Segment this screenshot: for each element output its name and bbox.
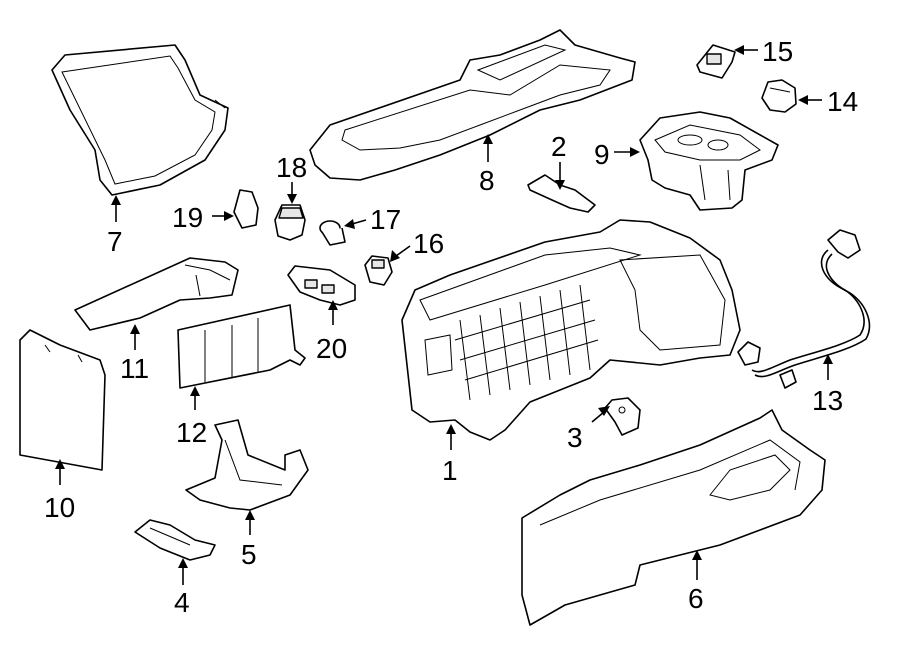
part-6-lower-side-panel: [521, 409, 826, 626]
callout-20: [328, 300, 338, 325]
callout-17: [344, 219, 367, 229]
callout-label-11: 11: [120, 353, 149, 384]
part-2-bracket: [527, 174, 596, 213]
callout-label-12: 12: [176, 417, 207, 448]
part-11-armrest-pad: [74, 257, 239, 331]
callout-18: [287, 182, 297, 204]
callout-4: [178, 558, 188, 585]
callout-label-15: 15: [762, 36, 793, 67]
callout-label-9: 9: [594, 139, 610, 170]
part-14-connector: [761, 79, 797, 113]
part-3-bracket: [604, 397, 641, 436]
callout-3: [591, 406, 610, 423]
callout-16: [390, 245, 411, 262]
callout-label-2: 2: [551, 131, 567, 162]
part-19-clip: [233, 189, 259, 229]
callout-label-19: 19: [172, 202, 203, 233]
part-4-trim-piece: [134, 519, 216, 561]
part-7-side-trim: [51, 44, 229, 196]
part-9-storage-bin: [639, 111, 779, 211]
callout-12: [190, 386, 200, 410]
part-20-switch-panel: [287, 265, 356, 306]
callout-label-4: 4: [174, 587, 190, 618]
callout-7: [111, 195, 121, 222]
part-12-side-panel: [177, 304, 306, 389]
callout-14: [798, 95, 822, 105]
callout-11: [130, 324, 140, 350]
callout-15: [734, 45, 758, 55]
callout-6: [692, 550, 702, 580]
part-16-switch: [364, 255, 393, 286]
callout-label-20: 20: [316, 333, 347, 364]
callout-label-18: 18: [276, 152, 307, 183]
part-1-console-body: [401, 219, 741, 441]
callout-label-7: 7: [107, 226, 123, 257]
callout-5: [245, 510, 255, 535]
part-10-rear-trim: [19, 329, 106, 471]
callout-label-17: 17: [370, 204, 401, 235]
callout-label-13: 13: [812, 385, 843, 416]
callout-label-1: 1: [442, 455, 458, 486]
part-5-lower-bracket: [185, 419, 309, 511]
callout-2: [555, 162, 565, 190]
callout-label-14: 14: [827, 86, 858, 117]
part-13-wiring-harness: [737, 229, 871, 389]
callout-label-3: 3: [567, 422, 583, 453]
callout-label-5: 5: [241, 539, 257, 570]
callout-label-8: 8: [479, 165, 495, 196]
callout-label-16: 16: [413, 228, 444, 259]
callout-1: [446, 424, 456, 450]
callout-9: [614, 147, 640, 157]
callout-label-6: 6: [688, 583, 704, 614]
callout-19: [212, 211, 234, 221]
part-15-switch: [696, 44, 736, 79]
callout-13: [823, 354, 833, 380]
callout-10: [55, 459, 65, 485]
callout-label-10: 10: [44, 492, 75, 523]
part-17-knob: [319, 220, 346, 246]
part-8-console-bezel: [309, 29, 636, 181]
part-18-cup: [274, 204, 306, 241]
callout-8: [483, 134, 493, 162]
